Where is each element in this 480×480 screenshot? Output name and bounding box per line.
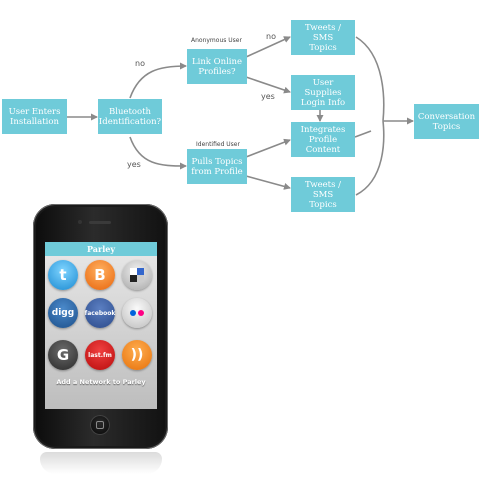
- speaker-grille: [89, 221, 111, 224]
- edge-integrates-to-conversation: [354, 130, 372, 138]
- edge-pulls-to-integrates: [245, 138, 291, 158]
- edge-link-to-tweets-top: [245, 36, 291, 58]
- google-glyph: G: [56, 346, 70, 364]
- caption-identified-user: Identified User: [196, 141, 240, 148]
- lastfm-icon[interactable]: last.fm: [85, 340, 115, 370]
- home-button[interactable]: [90, 415, 110, 435]
- blogger-icon[interactable]: B: [85, 260, 115, 290]
- caption-anonymous-user: Anonymous User: [191, 37, 242, 44]
- node-user-supplies-login-info: User Supplies Login Info: [291, 75, 355, 110]
- node-link-online-profiles: Link Online Profiles?: [187, 49, 247, 84]
- rss-icon[interactable]: )): [122, 340, 152, 370]
- node-tweets-sms-topics-bottom: Tweets / SMS Topics: [291, 177, 355, 212]
- digg-icon[interactable]: digg: [48, 298, 78, 328]
- edge-bluetooth-to-link: [129, 62, 187, 99]
- node-user-enters-installation: User Enters Installation: [2, 99, 67, 134]
- edge-bluetooth-to-pulls: [129, 136, 187, 170]
- flickr-icon[interactable]: [122, 298, 152, 328]
- edge-tweets-top-to-conversation: [355, 36, 385, 122]
- flickr-pink-dot: [138, 310, 144, 316]
- edge-label-bluetooth-no: no: [135, 59, 145, 68]
- node-bluetooth-identification: Bluetooth Identification?: [98, 99, 162, 134]
- edge-pulls-to-tweets-bottom: [245, 175, 291, 190]
- flickr-blue-dot: [130, 310, 136, 316]
- edge-label-link-no: no: [266, 32, 276, 41]
- facebook-glyph: facebook: [84, 309, 116, 317]
- app-title-bar: Parley: [45, 242, 157, 256]
- facebook-icon[interactable]: facebook: [85, 298, 115, 328]
- twitter-icon[interactable]: t: [48, 260, 78, 290]
- rss-glyph: )): [130, 347, 144, 363]
- edge-link-to-user-supplies: [245, 76, 291, 94]
- add-network-label[interactable]: Add a Network to Parley: [56, 378, 146, 386]
- delicious-squares: [130, 268, 144, 282]
- digg-glyph: digg: [51, 308, 75, 318]
- node-conversation-topics: Conversation Topics: [414, 104, 479, 139]
- lastfm-glyph: last.fm: [88, 351, 112, 359]
- twitter-glyph: t: [59, 266, 67, 284]
- edge-label-link-yes: yes: [261, 92, 275, 101]
- edge-label-bluetooth-yes: yes: [127, 160, 141, 169]
- edge-tweets-bottom-to-conversation: [355, 120, 385, 196]
- google-icon[interactable]: G: [48, 340, 78, 370]
- node-tweets-sms-topics-top: Tweets / SMS Topics: [291, 20, 355, 55]
- delicious-icon[interactable]: [122, 260, 152, 290]
- camera-icon: [78, 220, 82, 224]
- node-pulls-topics-from-profile: Pulls Topics from Profile: [187, 149, 247, 184]
- phone-reflection: [40, 452, 162, 474]
- node-integrates-profile-content: Integrates Profile Content: [291, 122, 355, 157]
- phone-screen: Parley t B digg facebook G last.fm )) Ad…: [45, 242, 157, 409]
- blogger-glyph: B: [94, 266, 106, 284]
